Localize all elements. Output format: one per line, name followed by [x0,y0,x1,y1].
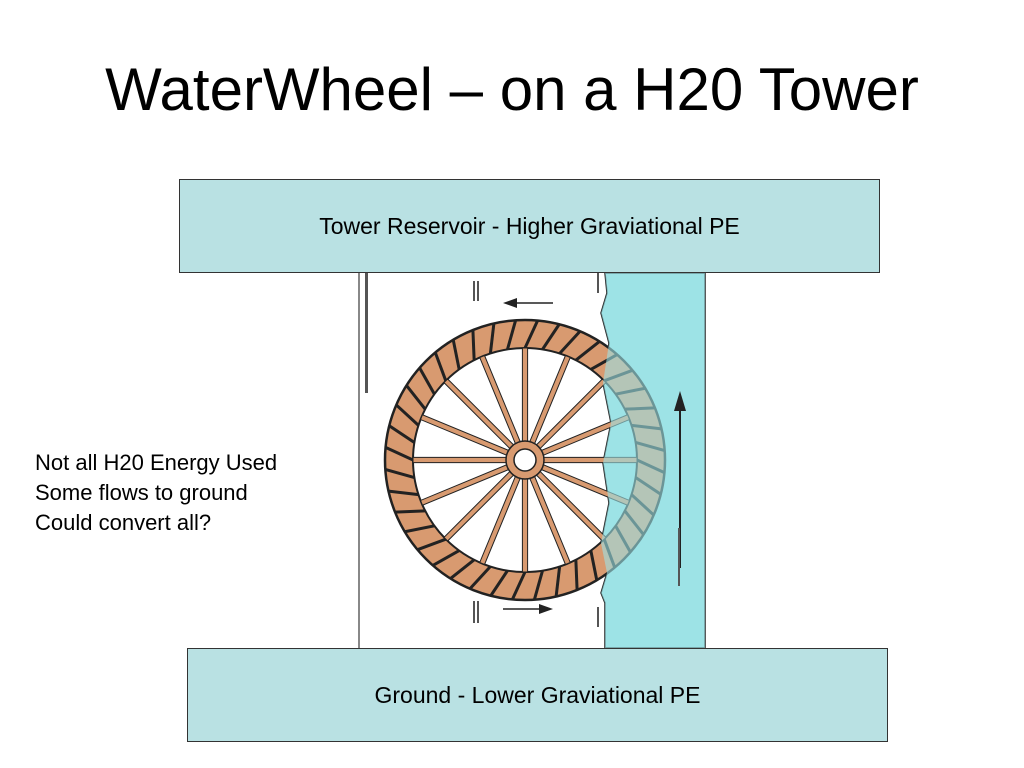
wheel-bucket [418,367,436,395]
note-line-2: Some flows to ground [35,480,248,505]
note-line-3: Could convert all? [35,510,212,535]
wheel-bucket [558,330,582,355]
wheel-bucket [404,524,435,534]
wheel-axle [513,448,537,472]
rotation-arrow-top [503,298,553,308]
faint-annotation-marks [365,273,680,627]
wheel-bucket [489,569,509,597]
wheel-bucket [532,570,544,601]
wheel-bucket [541,323,561,351]
wheel-bucket [388,489,419,497]
tower-reservoir-label: Tower Reservoir - Higher Graviational PE [319,212,740,239]
wheel-bucket [511,571,527,601]
rotation-arrow-bottom [503,604,553,614]
wheel-bucket [574,559,579,591]
wheel-bucket [388,424,416,444]
waterwheel-diagram [358,273,706,648]
wheel-spoke [521,347,529,447]
note-line-1: Not all H20 Energy Used [35,450,278,475]
wheel-bucket [488,323,496,354]
wheel-bucket [471,329,476,361]
wheel-bucket [432,549,460,567]
wheel-bucket [433,351,448,382]
ground-box: Ground - Lower Graviational PE [187,648,888,742]
wheel-bucket [574,340,601,362]
wheel-bucket [523,319,539,349]
wheel-bucket [405,384,427,411]
wheel-spoke [412,456,512,464]
wheel-spoke [521,473,529,573]
wheel-bucket [506,319,518,350]
energy-notes: Not all H20 Energy Used Some flows to gr… [35,448,277,538]
waterwheel [383,273,705,648]
wheel-bucket [589,550,599,581]
wheel-bucket [384,446,414,462]
ground-label: Ground - Lower Graviational PE [374,681,701,708]
wheel-bucket [468,565,492,590]
wheel-bucket [416,537,447,552]
water-overlay [601,273,705,648]
wheel-bucket [395,403,420,427]
slide-title: WaterWheel – on a H20 Tower [105,56,919,123]
tower-reservoir-box: Tower Reservoir - Higher Graviational PE [179,179,880,273]
wheel-bucket [384,467,415,479]
wheel-bucket [394,509,426,514]
wheel-bucket [449,558,476,580]
wheel-bucket [554,566,562,597]
wheel-bucket [451,339,461,370]
